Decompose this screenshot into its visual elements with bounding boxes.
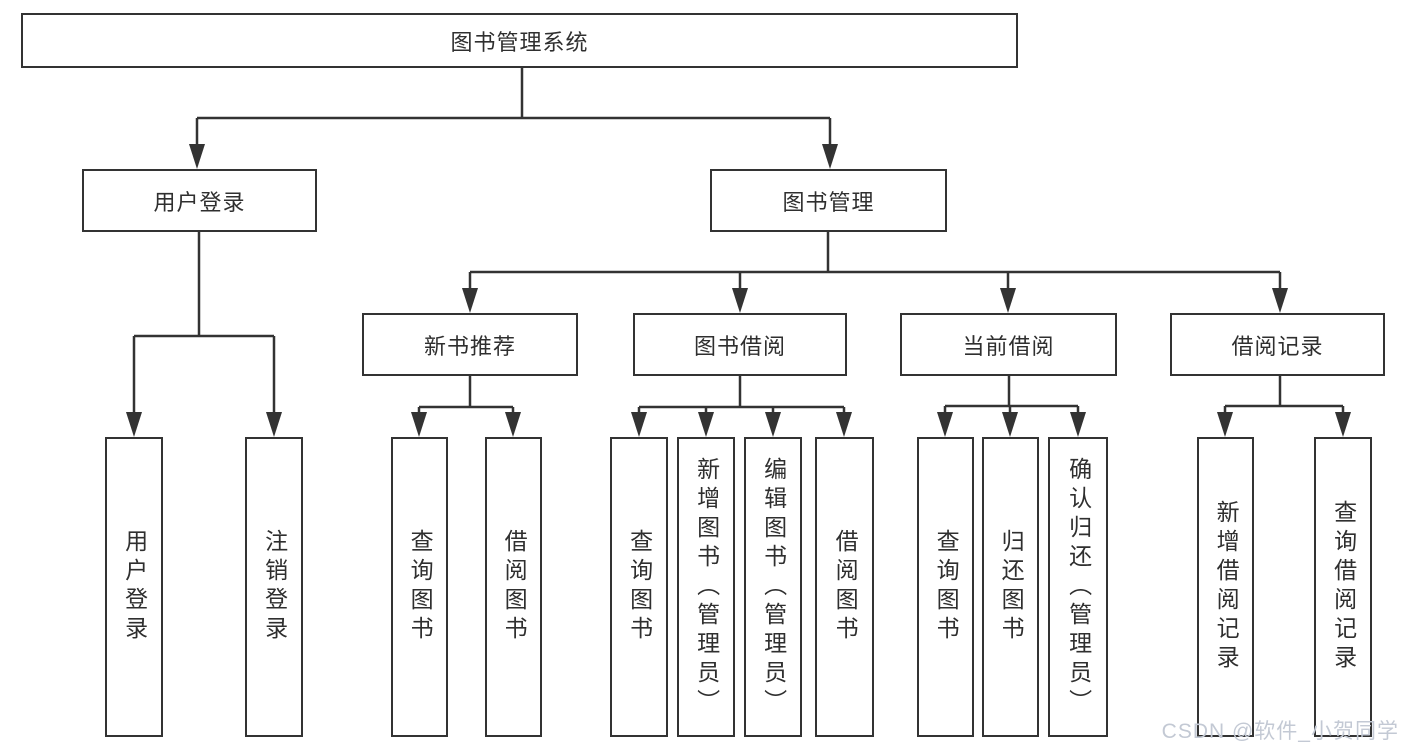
node-label: 当前借阅: [962, 333, 1055, 359]
node-label: 图书借阅: [693, 333, 786, 359]
node-label: 确认归还（管理员）: [1065, 456, 1092, 718]
node-new-book-recommend: 新书推荐: [362, 313, 578, 376]
node-label: 新书推荐: [423, 333, 516, 359]
csdn-watermark: CSDN @软件_小贺同学: [1161, 720, 1399, 743]
node-label: 归还图书: [998, 529, 1025, 645]
node-label: 图书管理系统: [450, 29, 589, 55]
leaf-recommend-query-books: 查询图书: [391, 437, 448, 737]
node-label: 用户登录: [121, 529, 148, 645]
node-book-management: 图书管理: [710, 169, 947, 232]
node-label: 借阅图书: [501, 529, 528, 645]
node-book-borrowing: 图书借阅: [633, 313, 847, 376]
leaf-add-borrow-record: 新增借阅记录: [1197, 437, 1254, 737]
leaf-user-login: 用户登录: [105, 437, 163, 737]
node-label: 编辑图书（管理员）: [760, 456, 787, 718]
leaf-edit-books-admin: 编辑图书（管理员）: [744, 437, 802, 737]
leaf-borrow-books: 借阅图书: [815, 437, 874, 737]
node-label: 查询借阅记录: [1330, 500, 1357, 674]
leaf-recommend-borrow-books: 借阅图书: [485, 437, 542, 737]
leaf-logout: 注销登录: [245, 437, 303, 737]
node-label: 借阅记录: [1231, 333, 1324, 359]
node-library-system: 图书管理系统: [21, 13, 1018, 68]
node-user-login: 用户登录: [82, 169, 317, 232]
node-label: 查询图书: [933, 529, 960, 645]
leaf-return-books: 归还图书: [982, 437, 1039, 737]
node-label: 查询图书: [407, 529, 434, 645]
leaf-current-query-books: 查询图书: [917, 437, 974, 737]
node-label: 新增借阅记录: [1213, 500, 1240, 674]
node-borrowing-records: 借阅记录: [1170, 313, 1385, 376]
node-label: 查询图书: [626, 529, 653, 645]
node-label: 用户登录: [153, 189, 246, 215]
node-label: 注销登录: [261, 529, 288, 645]
leaf-query-borrow-record: 查询借阅记录: [1314, 437, 1372, 737]
leaf-add-books-admin: 新增图书（管理员）: [677, 437, 735, 737]
leaf-confirm-return-admin: 确认归还（管理员）: [1048, 437, 1108, 737]
node-label: 借阅图书: [832, 529, 859, 645]
node-current-borrowing: 当前借阅: [900, 313, 1117, 376]
node-label: 图书管理: [782, 189, 875, 215]
leaf-borrowing-query-books: 查询图书: [610, 437, 668, 737]
node-label: 新增图书（管理员）: [693, 456, 720, 718]
